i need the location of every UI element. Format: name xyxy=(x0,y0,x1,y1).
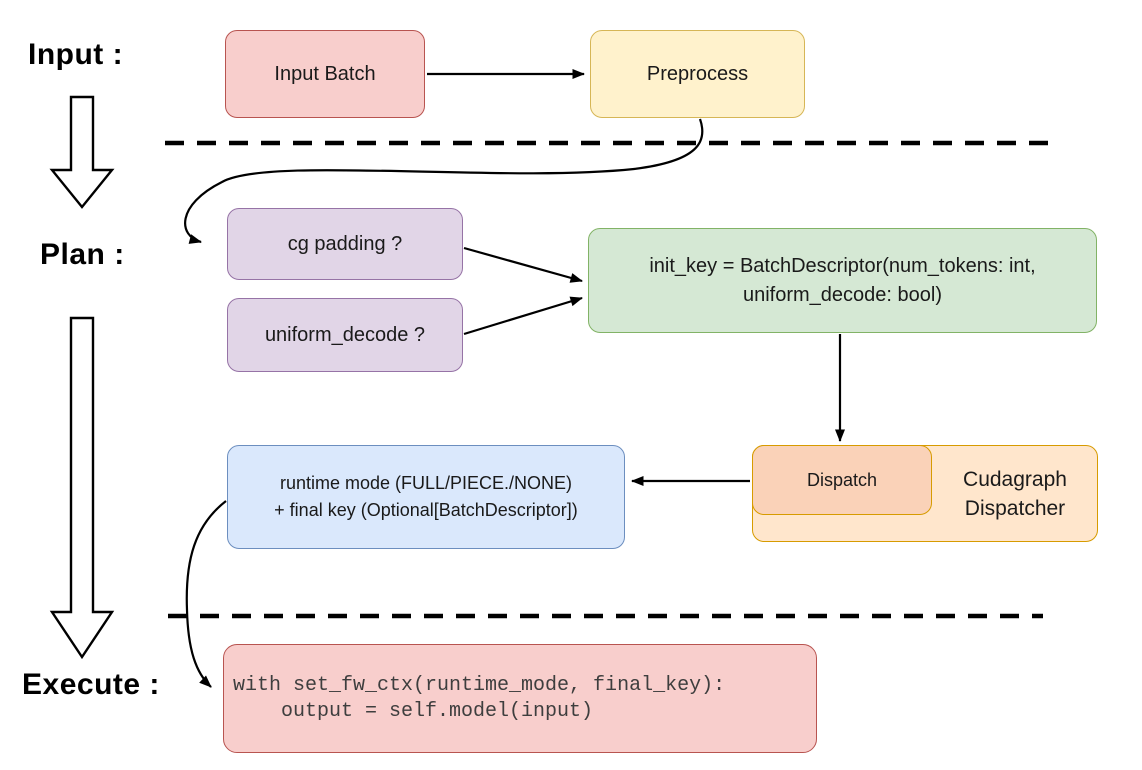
edge-cgpadding-initkey xyxy=(463,246,583,283)
cg-padding-node: cg padding ? xyxy=(227,208,463,280)
cudagraph-dispatcher-label: Cudagraph Dispatcher xyxy=(932,447,1098,540)
init-key-node: init_key = BatchDescriptor(num_tokens: i… xyxy=(588,228,1097,333)
input-section-label: Input : xyxy=(28,38,124,71)
dispatch-label: Dispatch xyxy=(806,469,878,490)
stage-arrow-input-to-plan-icon xyxy=(49,95,115,209)
uniform-decode-label: uniform_decode ? xyxy=(264,323,426,346)
execute-code-line2: output = self.model(input) xyxy=(233,699,594,723)
cudagraph-dispatcher-line1: Cudagraph xyxy=(963,467,1067,491)
edge-runtimemode-executecode xyxy=(185,500,227,688)
execute-code-line1: with set_fw_ctx(runtime_mode, final_key)… xyxy=(233,673,726,697)
input-batch-label: Input Batch xyxy=(274,62,376,85)
runtime-mode-line2: + final key (Optional[BatchDescriptor]) xyxy=(274,500,578,520)
input-batch-node: Input Batch xyxy=(225,30,425,118)
init-key-line1: init_key = BatchDescriptor(num_tokens: i… xyxy=(649,254,1036,277)
preprocess-label: Preprocess xyxy=(646,62,749,85)
plan-section-label: Plan : xyxy=(40,238,125,271)
execute-code-node: with set_fw_ctx(runtime_mode, final_key)… xyxy=(223,644,817,753)
init-key-line2: uniform_decode: bool) xyxy=(742,283,942,306)
dispatch-node: Dispatch xyxy=(752,445,932,515)
execute-section-label: Execute : xyxy=(22,668,160,701)
stage-arrow-plan-to-execute-icon xyxy=(49,316,115,660)
runtime-mode-line1: runtime mode (FULL/PIECE./NONE) xyxy=(279,473,573,493)
edge-preprocess-cgpadding xyxy=(184,118,704,244)
cudagraph-dispatcher-line2: Dispatcher xyxy=(964,496,1066,520)
uniform-decode-node: uniform_decode ? xyxy=(227,298,463,372)
runtime-mode-node: runtime mode (FULL/PIECE./NONE) + final … xyxy=(227,445,625,549)
cg-padding-label: cg padding ? xyxy=(287,232,403,255)
edge-uniformdecode-initkey xyxy=(463,296,583,336)
preprocess-node: Preprocess xyxy=(590,30,805,118)
